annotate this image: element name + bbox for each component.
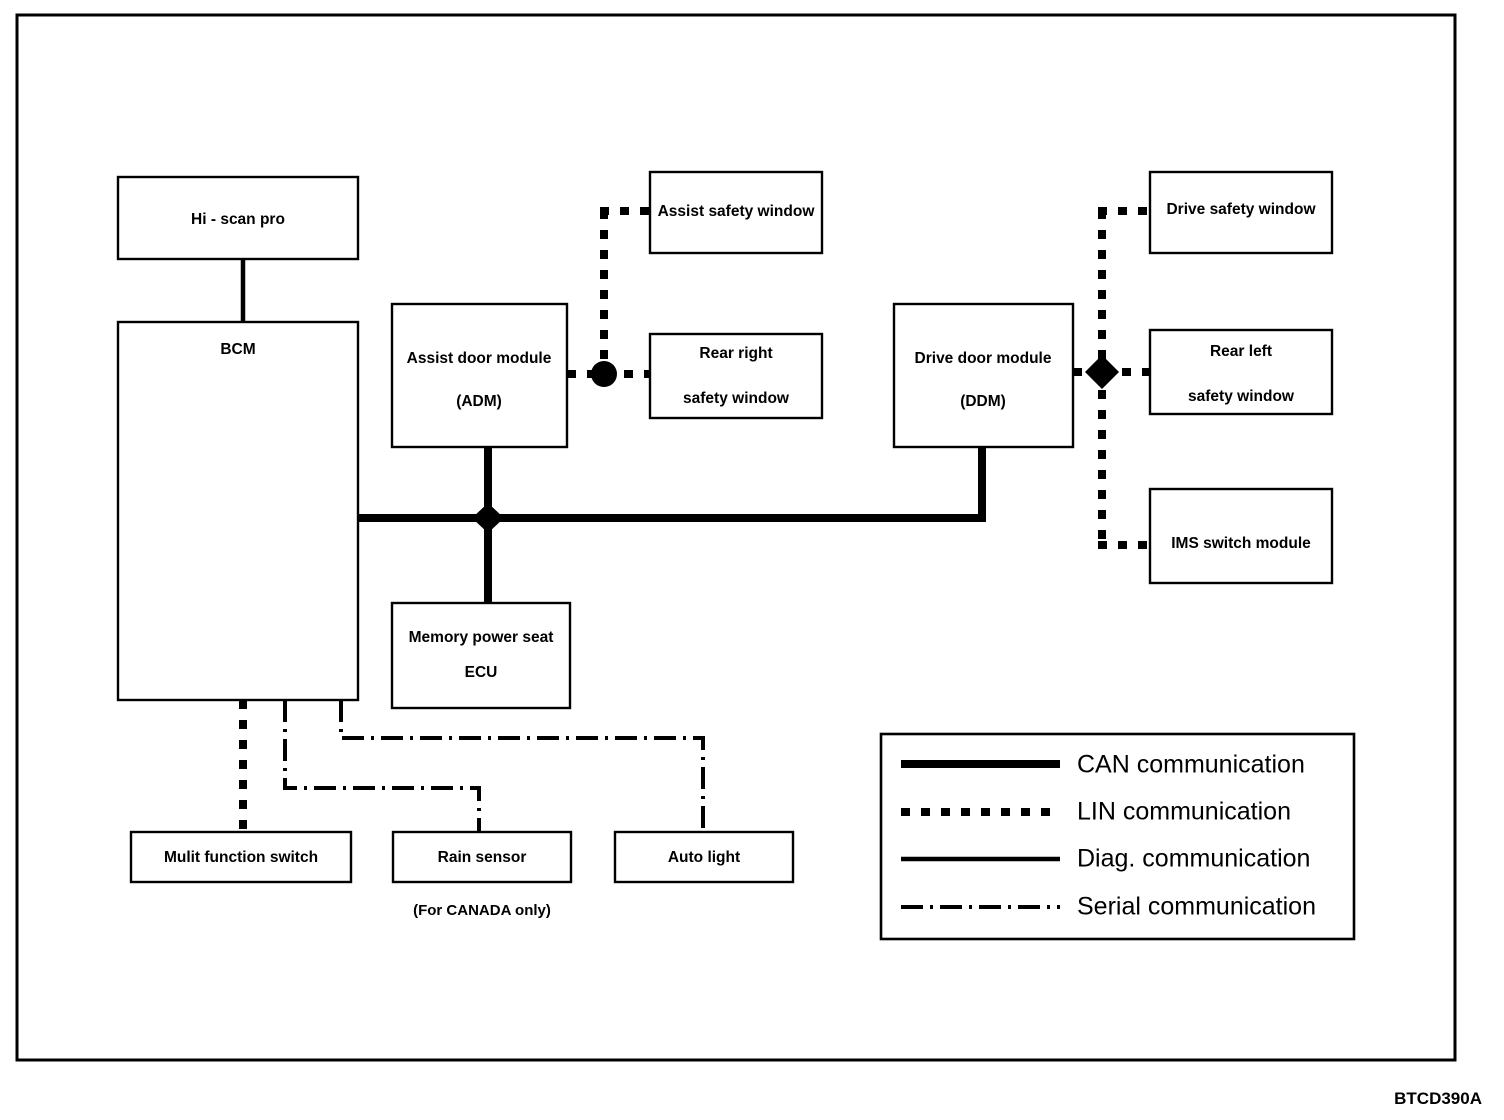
box-hi-scan-pro[interactable]: Hi - scan pro <box>116 175 360 261</box>
box-drive-door-module[interactable]: Drive door module (DDM) <box>892 302 1075 449</box>
box-multi-function-switch[interactable]: Mulit function switch <box>129 830 353 884</box>
box-rear-left-safety-window[interactable]: Rear left safety window <box>1148 328 1334 416</box>
can-bus-junction-dot <box>478 508 498 528</box>
box-assist-safety-window[interactable]: Assist safety window <box>648 170 824 255</box>
box-assist-door-module-label-line2: (ADM) <box>456 393 502 410</box>
box-ims-switch-module[interactable]: IMS switch module <box>1148 487 1334 585</box>
box-drive-safety-window[interactable]: Drive safety window <box>1148 170 1334 255</box>
box-rain-sensor-label: Rain sensor <box>438 849 527 866</box>
legend-label-diag: Diag. communication <box>1077 845 1310 873</box>
box-assist-door-module[interactable]: Assist door module (ADM) <box>390 302 569 449</box>
diagram-frame <box>15 13 1457 1062</box>
legend-label-lin: LIN communication <box>1077 798 1291 826</box>
box-memory-power-seat-ecu-label-line1: Memory power seat <box>409 629 554 646</box>
box-rear-right-safety-window[interactable]: Rear right safety window <box>648 332 824 420</box>
box-memory-power-seat-ecu-label-line2: ECU <box>465 664 498 681</box>
box-drive-safety-window-label: Drive safety window <box>1166 201 1316 218</box>
legend-label-can: CAN communication <box>1077 751 1305 779</box>
box-bcm-label: BCM <box>220 341 255 358</box>
box-assist-door-module-label-line1: Assist door module <box>407 350 552 367</box>
box-bcm[interactable]: BCM <box>116 320 360 702</box>
box-rear-right-safety-window-label-line1: Rear right <box>699 345 772 362</box>
box-rear-left-safety-window-label-line2: safety window <box>1188 388 1295 405</box>
legend-label-serial: Serial communication <box>1077 893 1316 921</box>
lin-adm-junction-dot <box>591 361 617 387</box>
box-rear-right-safety-window-label-line2: safety window <box>683 390 790 407</box>
box-drive-door-module-label-line2: (DDM) <box>960 393 1006 410</box>
lin-ddm-junction-node <box>1085 355 1119 389</box>
box-drive-door-module-label-line1: Drive door module <box>915 350 1052 367</box>
box-auto-light[interactable]: Auto light <box>613 830 795 884</box>
legend: CAN communication LIN communication Diag… <box>879 732 1356 941</box>
can-trunk-bus <box>358 448 986 522</box>
box-auto-light-label: Auto light <box>668 849 740 866</box>
box-ims-switch-module-label: IMS switch module <box>1171 535 1311 552</box>
box-rain-sensor[interactable]: Rain sensor <box>391 830 573 884</box>
box-rear-left-safety-window-label-line1: Rear left <box>1210 343 1272 360</box>
box-assist-safety-window-label: Assist safety window <box>658 203 816 220</box>
diagram-caption: BTCD390A <box>1394 1089 1482 1108</box>
box-memory-power-seat-ecu[interactable]: Memory power seat ECU <box>390 601 572 710</box>
serial-link-bcm-auto-light <box>339 700 705 832</box>
box-multi-function-switch-label: Mulit function switch <box>164 849 318 866</box>
serial-link-bcm-rain-sensor <box>283 700 481 832</box>
rain-sensor-note: (For CANADA only) <box>413 902 551 919</box>
box-hi-scan-pro-label: Hi - scan pro <box>191 211 285 228</box>
